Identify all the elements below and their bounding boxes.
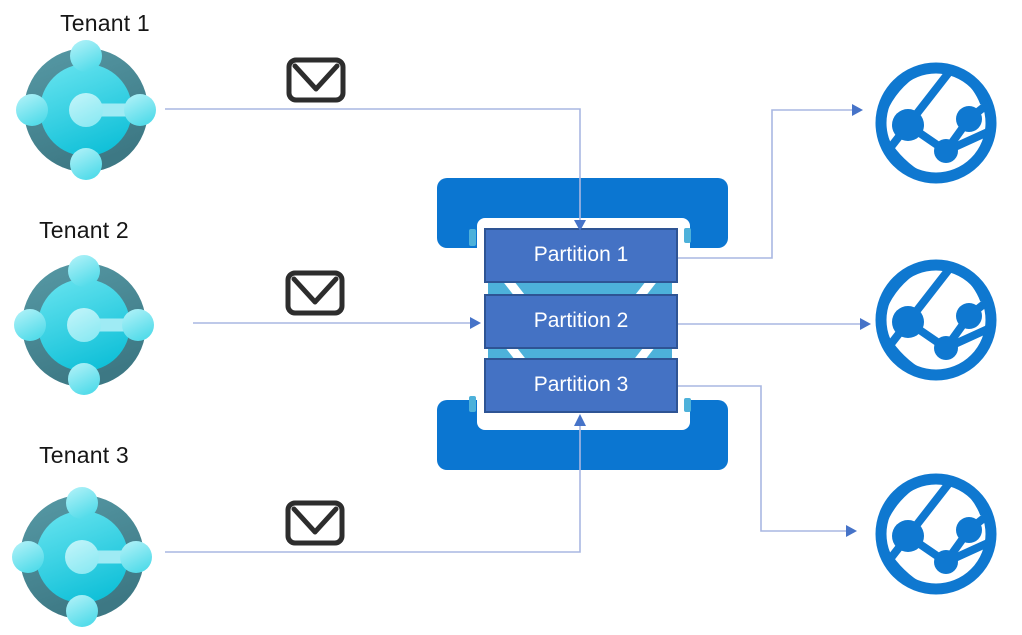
envelope-icon <box>285 500 345 546</box>
ribbon-tab <box>469 229 476 246</box>
tenant-3-label: Tenant 3 <box>39 442 129 468</box>
arrowhead-right <box>846 525 857 537</box>
app-service-globe-icon <box>874 61 998 185</box>
partition-ribbon-band <box>488 280 672 298</box>
arrowhead-right <box>470 317 481 329</box>
partition-1-box: Partition 1 <box>484 228 678 283</box>
partition-2-box: Partition 2 <box>484 294 678 349</box>
arrowhead-right <box>860 318 871 330</box>
ribbon-tab <box>469 396 476 412</box>
tenant-2-label: Tenant 2 <box>39 217 129 243</box>
arrowhead-right <box>852 104 863 116</box>
app-service-globe-icon <box>874 472 998 596</box>
envelope-icon <box>285 270 345 316</box>
tenant-1-icon <box>16 40 156 180</box>
partition-3-box: Partition 3 <box>484 358 678 413</box>
ribbon-tab <box>684 398 691 412</box>
tenant-1-label: Tenant 1 <box>60 10 150 36</box>
envelope-icon <box>286 57 346 103</box>
app-service-globe-icon <box>874 258 998 382</box>
tenant-2-icon <box>14 255 154 395</box>
ribbon-tab <box>684 228 691 243</box>
tenant-3-icon <box>12 487 152 627</box>
